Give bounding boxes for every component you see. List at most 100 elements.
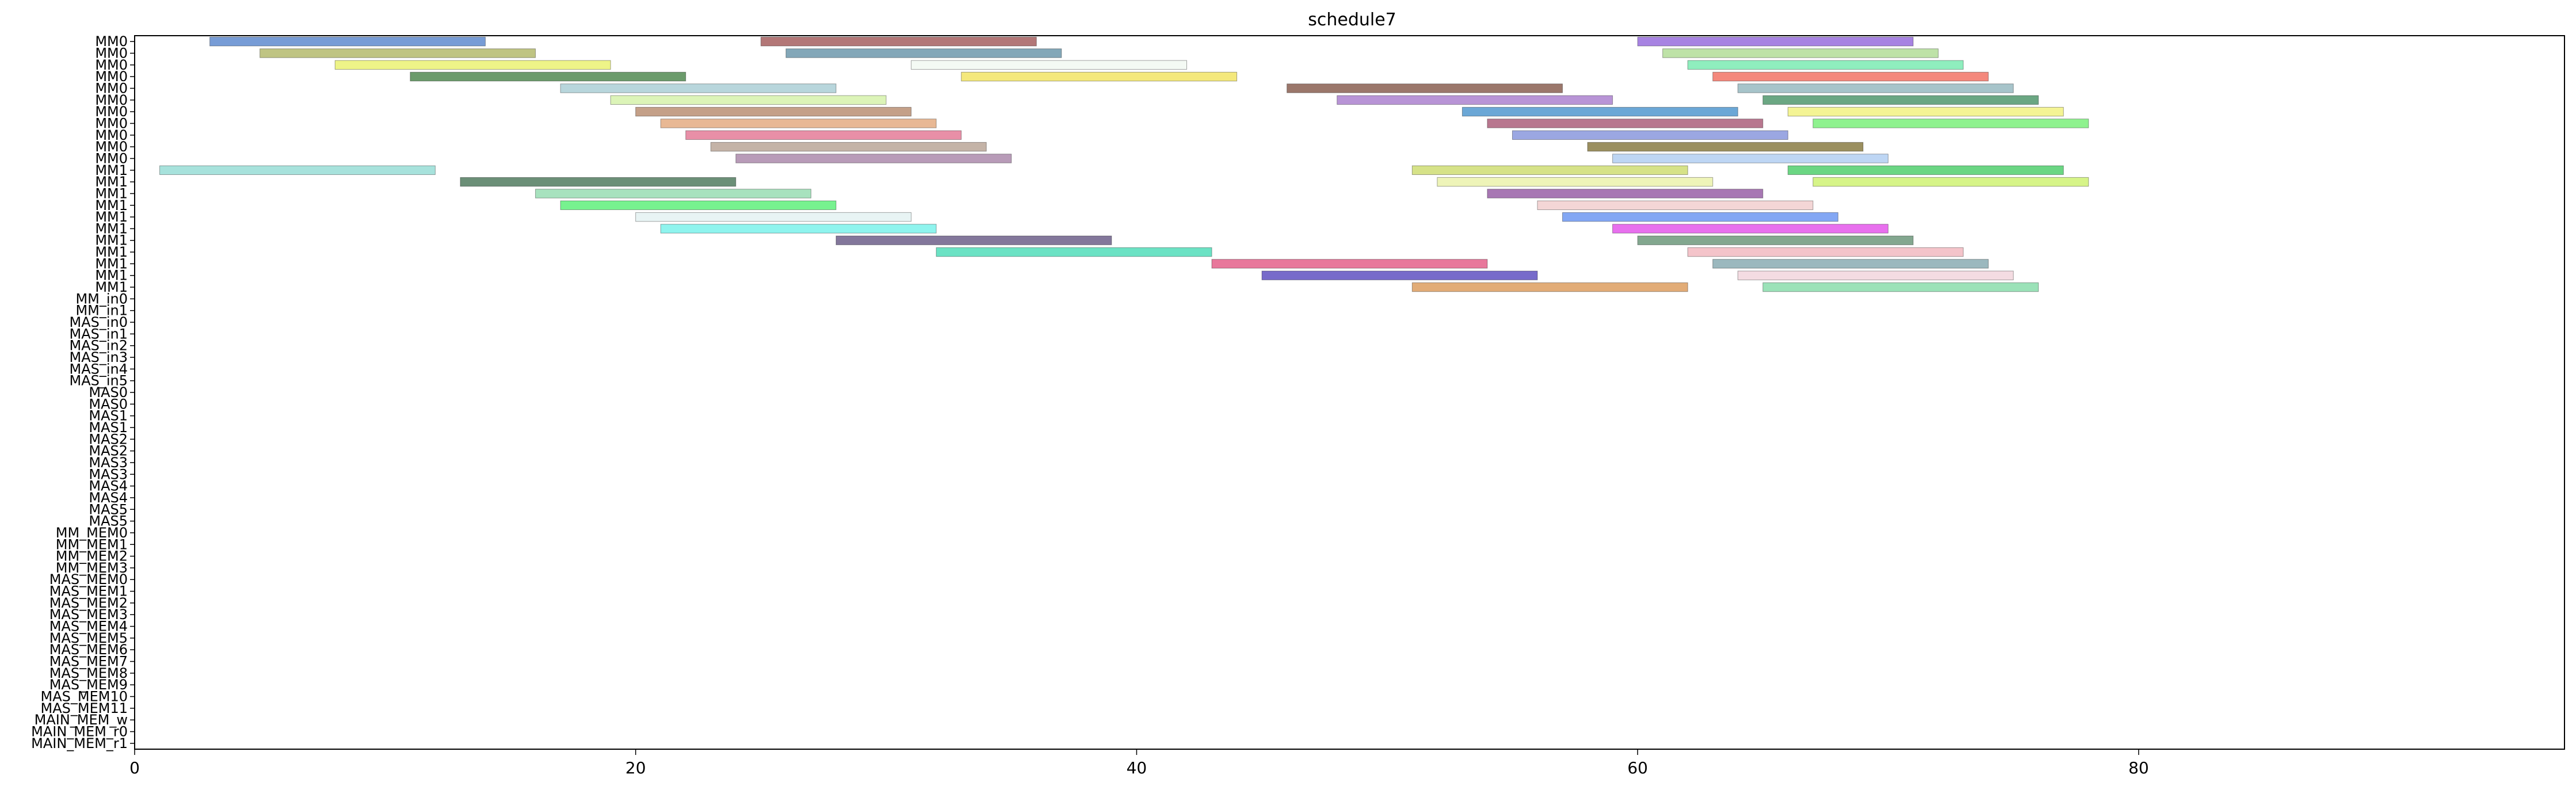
y-tick-label: MM1 bbox=[95, 185, 128, 201]
y-tick-label: MAS_in4 bbox=[69, 361, 128, 377]
y-tick-label: MAS1 bbox=[89, 408, 128, 424]
task-bar bbox=[1461, 106, 1738, 117]
task-bar bbox=[1712, 71, 1989, 82]
y-tick-label: MAS4 bbox=[89, 478, 128, 494]
y-tick-label: MAS_in3 bbox=[69, 349, 128, 365]
task-bar bbox=[1787, 165, 2064, 175]
y-tick-label: MAS0 bbox=[89, 384, 128, 400]
task-bar bbox=[1411, 282, 1688, 292]
task-bar bbox=[1787, 106, 2064, 117]
task-bar bbox=[535, 189, 811, 199]
task-bar bbox=[660, 119, 937, 128]
task-bar bbox=[610, 95, 887, 105]
y-tick-label: MM_MEM2 bbox=[56, 548, 128, 564]
y-tick-label: MM1 bbox=[95, 232, 128, 249]
y-tick-label: MM1 bbox=[95, 279, 128, 295]
y-tick-label: MM0 bbox=[95, 68, 128, 85]
x-tick-label: 40 bbox=[1127, 758, 1147, 777]
task-bar bbox=[911, 60, 1188, 70]
task-bar bbox=[1762, 95, 2039, 105]
y-tick-label: MM1 bbox=[95, 174, 128, 190]
task-bar bbox=[1537, 200, 1814, 210]
task-bar bbox=[961, 71, 1238, 82]
y-tick-label: MAS_MEM11 bbox=[41, 700, 128, 716]
y-tick-label: MAS5 bbox=[89, 513, 128, 529]
y-tick-label: MAS_MEM8 bbox=[49, 665, 128, 681]
y-tick-label: MAIN_MEM_r0 bbox=[31, 724, 128, 740]
task-bar bbox=[685, 130, 962, 140]
y-tick-label: MAS_in2 bbox=[69, 338, 128, 354]
y-tick-label: MM0 bbox=[95, 80, 128, 96]
task-bar bbox=[1562, 212, 1838, 222]
y-tick-label: MAS_MEM3 bbox=[49, 606, 128, 623]
task-bar bbox=[1287, 83, 1563, 93]
y-tick-label: MAS0 bbox=[89, 396, 128, 412]
chart-title: schedule7 bbox=[1308, 10, 1396, 30]
y-tick-label: MM_in0 bbox=[75, 291, 128, 307]
y-tick-label: MAS2 bbox=[89, 443, 128, 459]
chart-marks bbox=[159, 36, 2089, 292]
y-tick-label: MM1 bbox=[95, 209, 128, 225]
task-bar bbox=[1487, 119, 1764, 128]
task-bar bbox=[560, 200, 837, 210]
task-bar bbox=[1812, 177, 2089, 187]
task-bar bbox=[209, 36, 486, 47]
y-tick-label: MM1 bbox=[95, 255, 128, 272]
y-tick-label: MAS_MEM10 bbox=[41, 689, 128, 705]
task-bar bbox=[1687, 60, 1964, 70]
task-bar bbox=[1812, 119, 2089, 128]
task-bar bbox=[1737, 83, 2014, 93]
task-bar bbox=[334, 60, 611, 70]
y-tick-label: MM1 bbox=[95, 197, 128, 213]
y-axis-labels: MM0MM0MM0MM0MM0MM0MM0MM0MM0MM0MM0MM1MM1M… bbox=[31, 33, 135, 751]
task-bar bbox=[1587, 142, 1864, 152]
y-tick-label: MAS3 bbox=[89, 455, 128, 471]
y-tick-label: MM_MEM1 bbox=[56, 536, 128, 552]
y-tick-label: MM0 bbox=[95, 45, 128, 61]
task-bar bbox=[560, 83, 837, 93]
task-bar bbox=[735, 154, 1012, 163]
y-tick-label: MAIN_MEM_w bbox=[35, 712, 128, 728]
y-tick-label: MM1 bbox=[95, 268, 128, 284]
y-tick-label: MM0 bbox=[95, 33, 128, 49]
y-tick-label: MAS5 bbox=[89, 501, 128, 517]
task-bar bbox=[1512, 130, 1788, 140]
x-tick-label: 60 bbox=[1627, 758, 1648, 777]
y-tick-label: MAS1 bbox=[89, 419, 128, 436]
y-tick-label: MAS_MEM2 bbox=[49, 595, 128, 611]
task-bar bbox=[1637, 235, 1914, 245]
task-bar bbox=[1337, 95, 1613, 105]
y-tick-label: MAS3 bbox=[89, 466, 128, 482]
task-bar bbox=[1261, 270, 1538, 280]
x-tick-label: 0 bbox=[129, 758, 140, 777]
y-tick-label: MM0 bbox=[95, 150, 128, 166]
y-tick-label: MM_MEM0 bbox=[56, 525, 128, 541]
y-tick-label: MAS_in1 bbox=[69, 326, 128, 342]
task-bar bbox=[1612, 154, 1889, 163]
task-bar bbox=[1662, 48, 1939, 58]
y-tick-label: MAS_MEM4 bbox=[49, 619, 128, 635]
y-tick-label: MAS_in0 bbox=[69, 314, 128, 330]
task-bar bbox=[1612, 224, 1889, 234]
y-tick-label: MM0 bbox=[95, 104, 128, 120]
task-bar bbox=[410, 71, 686, 82]
y-tick-label: MM0 bbox=[95, 139, 128, 155]
y-tick-label: MAS_in5 bbox=[69, 373, 128, 389]
y-tick-label: MAS_MEM5 bbox=[49, 630, 128, 646]
task-bar bbox=[710, 142, 987, 152]
task-bar bbox=[1637, 36, 1914, 47]
y-tick-label: MM_MEM3 bbox=[56, 560, 128, 576]
task-bar bbox=[1437, 177, 1713, 187]
x-tick-label: 20 bbox=[625, 758, 646, 777]
task-bar bbox=[460, 177, 736, 187]
y-tick-label: MAS2 bbox=[89, 431, 128, 447]
task-bar bbox=[835, 235, 1112, 245]
y-tick-label: MM1 bbox=[95, 220, 128, 236]
task-bar bbox=[1762, 282, 2039, 292]
task-bar bbox=[635, 212, 912, 222]
task-bar bbox=[1411, 165, 1688, 175]
task-bar bbox=[1211, 259, 1488, 269]
